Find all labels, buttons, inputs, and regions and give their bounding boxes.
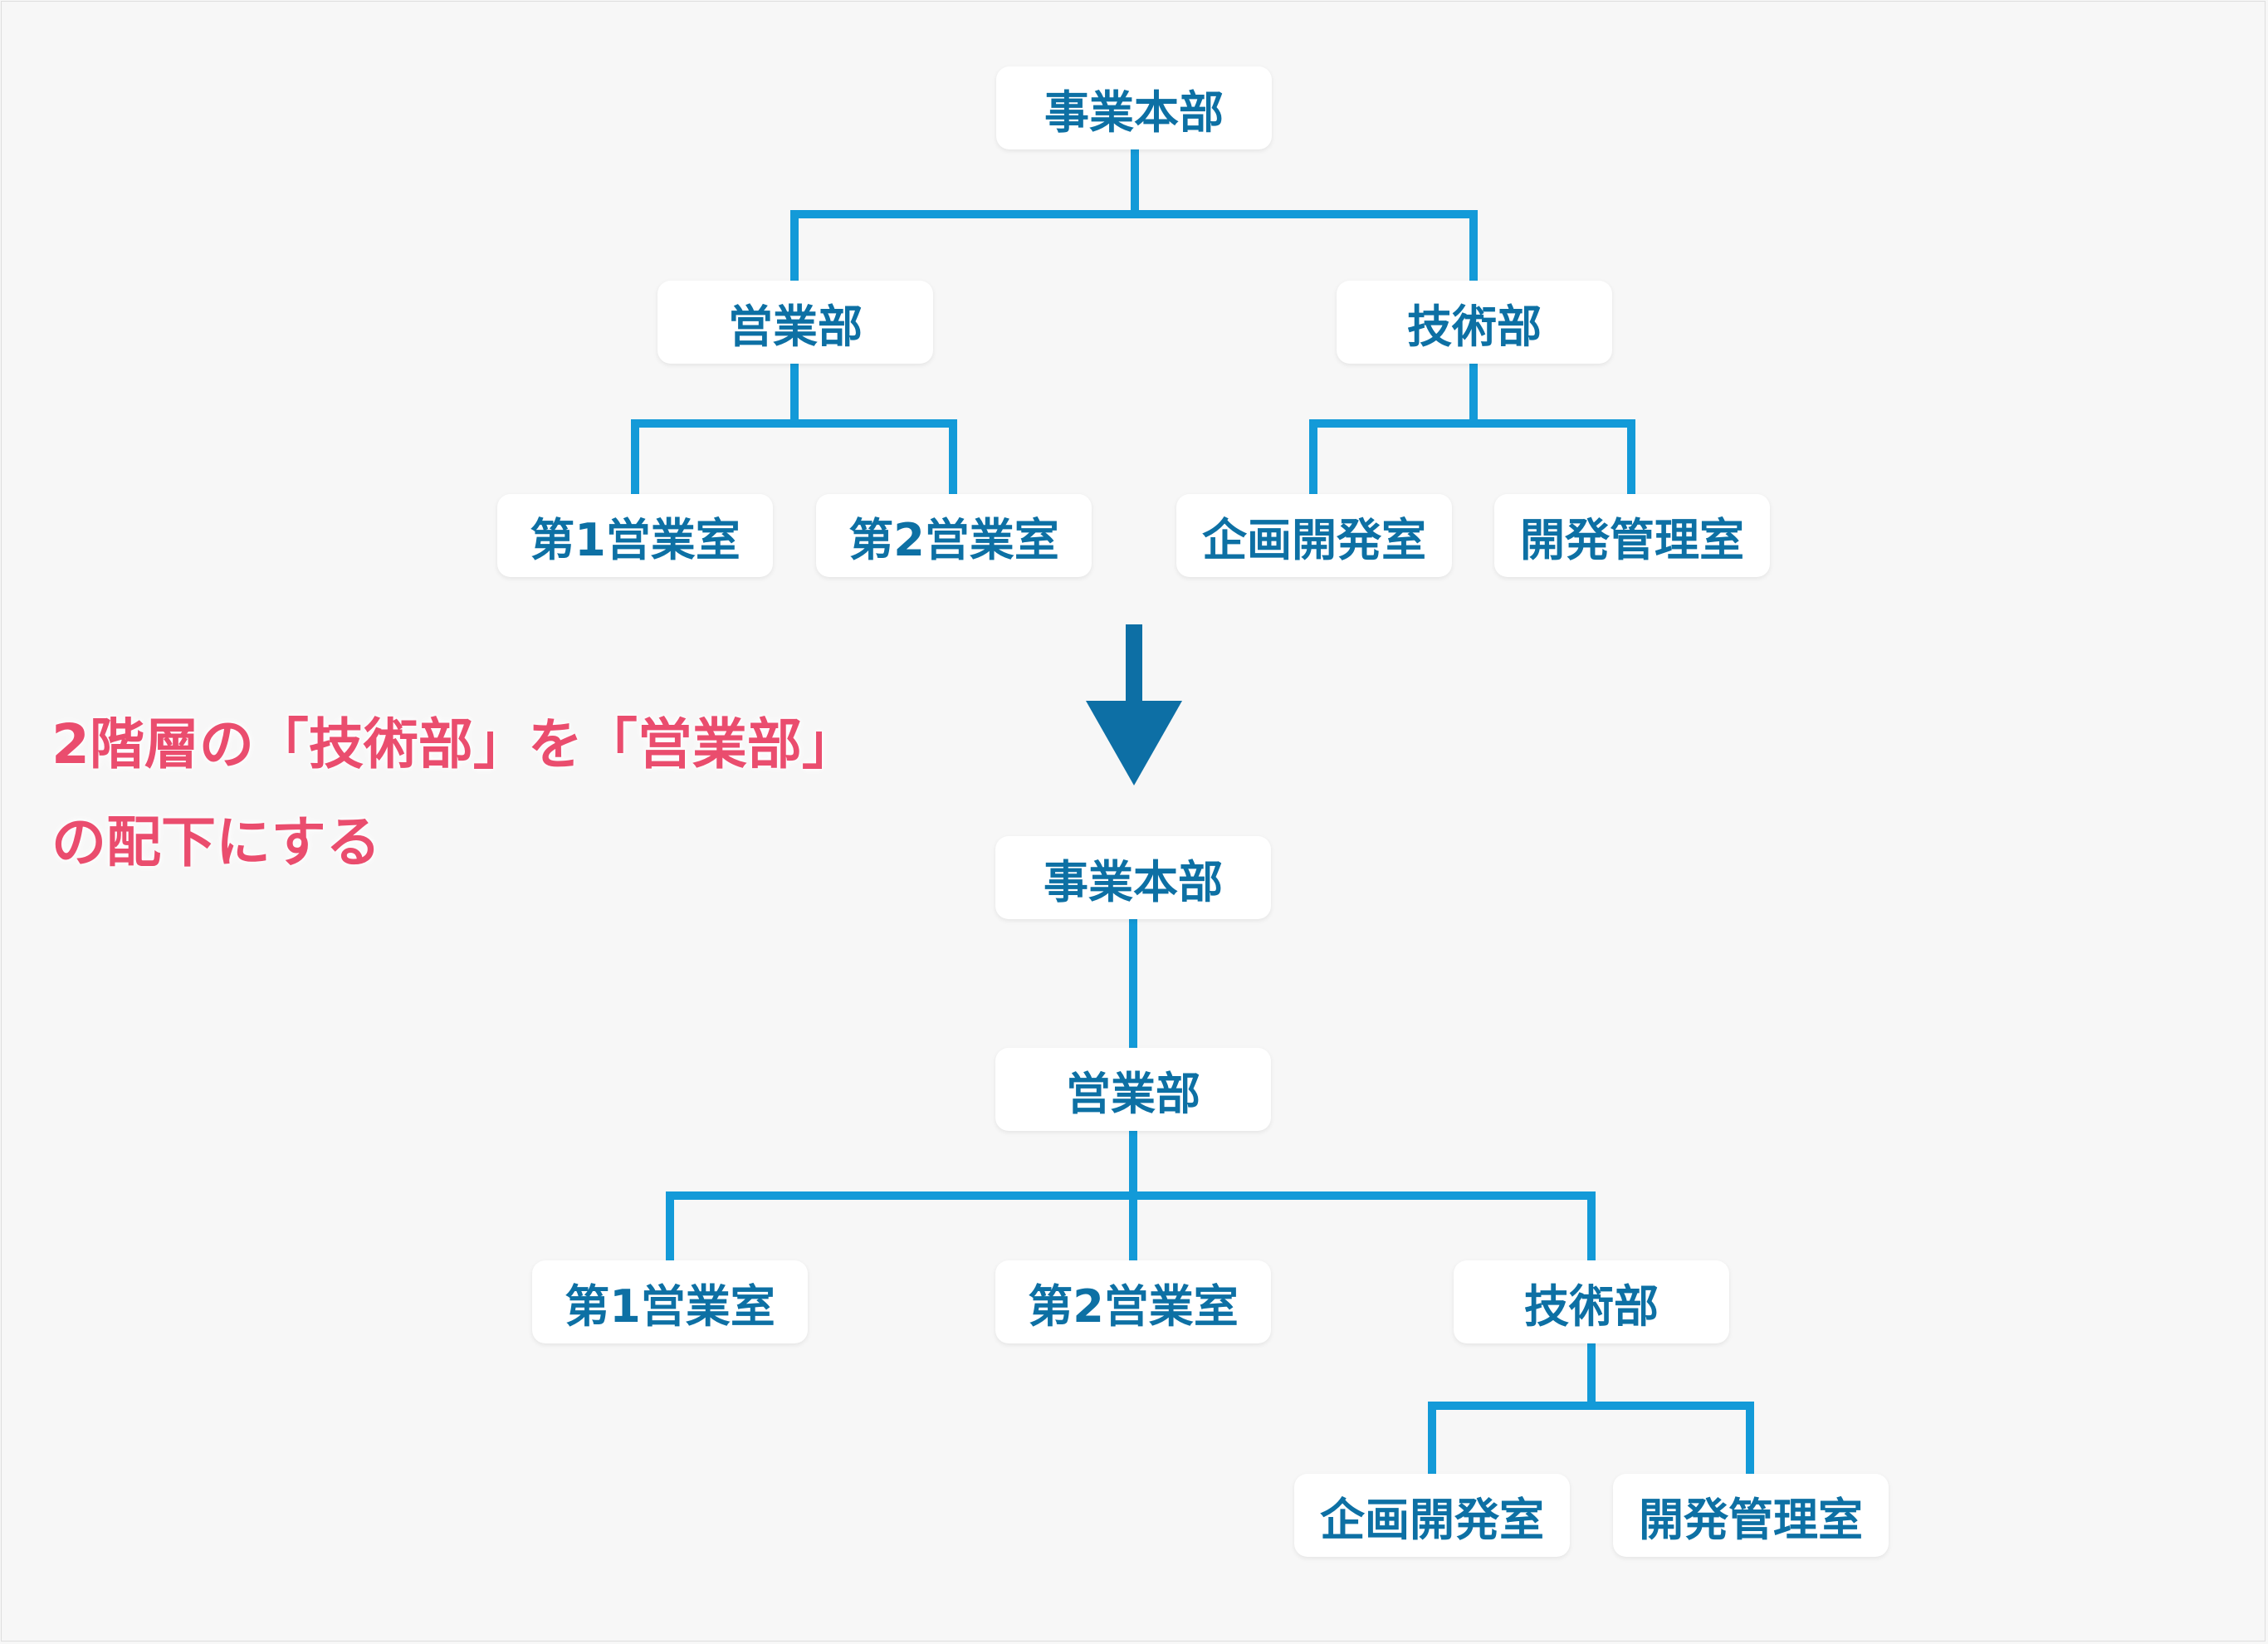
after-node-sales-room-2: 第2営業室 (995, 1260, 1271, 1343)
before-node-sales-room-2: 第2営業室 (816, 494, 1092, 577)
after-node-sales-dept: 営業部 (995, 1048, 1271, 1131)
connector-after-sales-children-bar (666, 1191, 1596, 1265)
before-node-sales-room-1: 第1営業室 (497, 494, 773, 577)
after-node-sales-room-1: 第1営業室 (532, 1260, 808, 1343)
after-node-tech-dept: 技術部 (1454, 1260, 1729, 1343)
transform-caption: 2階層の「技術部」を「営業部」 の配下にする (51, 696, 1048, 892)
caption-line-2: の配下にする (51, 810, 381, 874)
after-node-planning-room: 企画開発室 (1294, 1474, 1570, 1557)
arrow-shaft (1126, 624, 1142, 701)
caption-line-1: 2階層の「技術部」を「営業部」 (51, 712, 857, 776)
before-node-tech-dept: 技術部 (1337, 281, 1612, 364)
transform-arrow (1086, 624, 1182, 785)
before-node-business-hq: 事業本部 (996, 66, 1272, 149)
before-node-planning-room: 企画開発室 (1176, 494, 1452, 577)
connector-sales-rooms-bar (631, 419, 957, 498)
arrow-head (1086, 701, 1182, 785)
before-node-dev-mgmt-room: 開発管理室 (1494, 494, 1770, 577)
connector-after-tech-rooms-bar (1428, 1402, 1754, 1478)
before-node-sales-dept: 営業部 (657, 281, 933, 364)
connector-tech-rooms-bar (1309, 419, 1635, 498)
after-node-dev-mgmt-room: 開発管理室 (1613, 1474, 1889, 1557)
after-node-business-hq: 事業本部 (995, 836, 1271, 919)
connector-depts-bar (790, 210, 1478, 285)
